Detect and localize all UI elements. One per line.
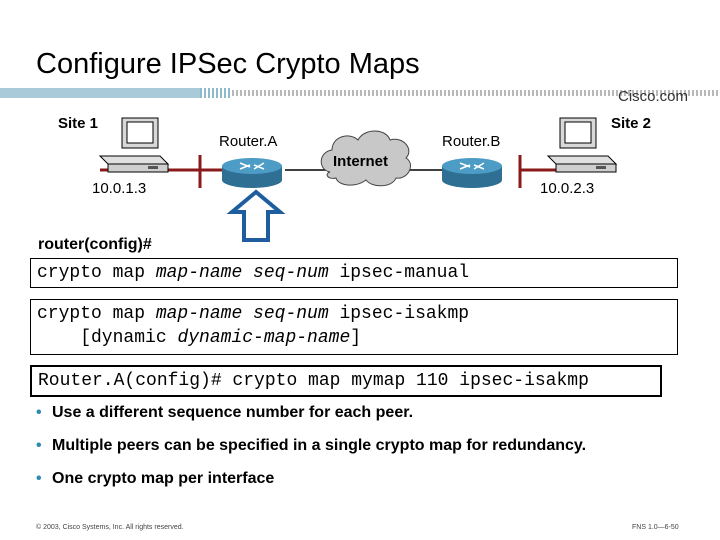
bullet-dot-icon: • [36,437,42,454]
cmd-isakmp-line2-plain: [dynamic [37,328,178,348]
page-title: Configure IPSec Crypto Maps [36,48,420,80]
command-box-isakmp: crypto map map-name seq-num ipsec-isakmp… [30,299,678,355]
cmd-isakmp-plain: crypto map [37,304,156,324]
cmd-manual-plain: crypto map [37,263,156,283]
bullet-dot-icon: • [36,470,42,487]
router-b-label: Router.B [442,133,501,150]
router-a-label: Router.A [219,133,278,150]
bullet-text: One crypto map per interface [52,470,275,487]
router-b-icon [442,158,502,188]
cmd-manual-tail: ipsec-manual [328,263,470,283]
header-bar [0,84,720,100]
bullet-item: • Use a different sequence number for eac… [36,403,636,423]
router-a-icon [222,158,282,188]
cmd-isakmp-tail: ipsec-isakmp [328,304,470,324]
internet-cloud-icon [320,130,411,187]
cmd-example-text: Router.A(config)# crypto map mymap 110 i… [38,371,589,391]
cmd-isakmp-params: map-name seq-num [155,304,329,324]
bullet-text: Use a different sequence number for each… [52,404,414,421]
pointer-arrow-icon [226,189,286,242]
bullet-dot-icon: • [36,404,42,421]
bullet-item: • One crypto map per interface [36,469,636,489]
cmd-isakmp-line2-params: dynamic-map-name [177,328,351,348]
computer-left-icon [98,117,170,173]
cmd-isakmp-line2-tail: ] [350,328,362,348]
cisco-logo: Cisco.com [618,88,689,105]
internet-label: Internet [333,153,389,170]
command-box-example: Router.A(config)# crypto map mymap 110 i… [30,365,662,397]
ip-right-label: 10.0.2.3 [540,180,595,197]
router-prompt: router(config)# [38,236,152,253]
footer-copyright: © 2003, Cisco Systems, Inc. All rights r… [36,524,184,531]
bullet-item: • Multiple peers can be specified in a si… [36,436,636,456]
site-1-label: Site 1 [58,115,99,132]
site-2-label: Site 2 [611,115,652,132]
ip-left-label: 10.0.1.3 [92,180,147,197]
network-diagram [98,117,618,242]
bullet-text: Multiple peers can be specified in a sin… [52,437,587,454]
command-box-manual: crypto map map-name seq-num ipsec-manual [30,258,678,288]
computer-right-icon [546,117,618,173]
bullet-list: • Use a different sequence number for eac… [36,403,636,502]
cmd-manual-params: map-name seq-num [155,263,329,283]
footer-page-number: FNS 1.0—6-50 [632,524,679,531]
